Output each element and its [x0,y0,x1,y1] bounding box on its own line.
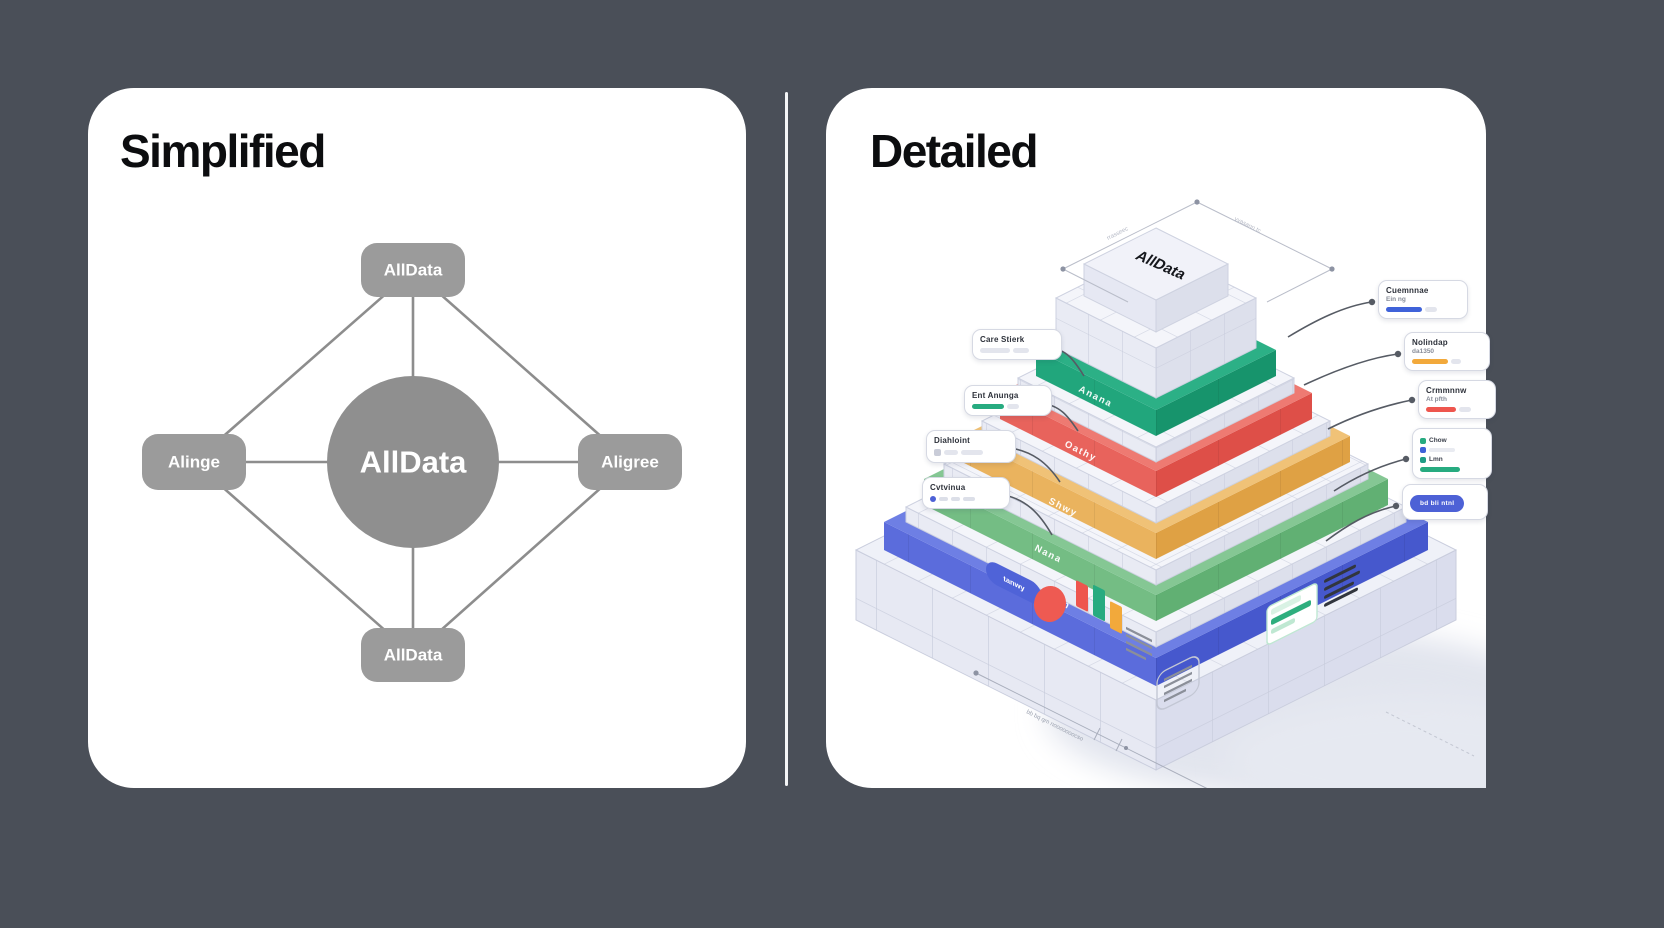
green-chip-icon [1420,437,1426,444]
callout-title: Nolindap [1412,338,1448,347]
bottom-dimension-line [973,670,1475,788]
detailed-card: Detailed [826,88,1496,788]
blue-pill-button[interactable]: bd bli ntnl [1410,495,1465,512]
bottom-node [361,628,465,682]
detailed-title: Detailed [870,125,1038,177]
base-blue-pill: tanwy [986,562,1042,604]
callout-subtitle: At pfth [1426,396,1447,403]
right-node-label: Aligree [601,453,659,472]
red-dot-icon [1033,586,1067,622]
right-node [578,434,682,490]
callout-title: Cuemnnae [1386,286,1429,295]
callout-legend: Chow Lmn [1412,428,1492,479]
callout-title: Crmmnnw [1426,386,1467,395]
callout-ent-anunga: Ent Anunga [964,385,1052,416]
callout-diahloint: Diahloint [926,430,1016,463]
callout-title: Cvtvinua [930,483,966,492]
simplified-diagram: AllData AllData Alinge Aligree AllData [142,243,682,682]
callout-button-box: bd bli ntnl [1402,484,1488,520]
green-panel [1266,583,1318,645]
teal-chip-icon [1420,456,1426,463]
center-node-label: AllData [360,445,468,480]
center-node [327,376,499,548]
callout-care-stierk: Care Stierk [972,329,1062,360]
dimension-label-top-right: vvasann tc [1233,216,1261,234]
simplified-title: Simplified [120,125,326,177]
callout-title: Diahloint [934,436,971,445]
bar-chart-icon [1076,580,1122,634]
bottom-node-label: AllData [384,646,443,665]
callout-cuemnnae: Cuemnnae Ein ng [1378,280,1468,319]
left-node-label: Alinge [168,453,220,472]
pyramid-illustration: Catam Nana [854,199,1486,788]
top-node-label: AllData [384,261,443,280]
left-node [142,434,246,490]
blue-chip-icon [1420,447,1426,453]
square-icon [934,449,941,456]
callout-subtitle: Ein ng [1386,296,1406,303]
callout-cvtvinua: Cvtvinua [922,477,1010,509]
blue-dot-icon [930,496,936,502]
list-bubble-icon [1156,656,1200,710]
simplified-card: Simplified AllData AllData Alinge Aligre… [88,88,746,788]
top-dimension-lines [1060,199,1335,303]
callout-crmmnnw: Crmmnnw At pfth [1418,380,1496,419]
panel-divider [785,92,788,786]
callout-title: Care Stierk [980,335,1025,344]
callout-title: Ent Anunga [972,391,1019,400]
list-lines-icon [1126,626,1152,661]
dimension-label-top-left: rrasseec [1106,226,1129,242]
callout-subtitle: da1350 [1412,348,1435,355]
dark-text-lines [1324,564,1360,607]
callout-nolindap: Nolindap da1350 [1404,332,1490,371]
top-node [361,243,465,297]
